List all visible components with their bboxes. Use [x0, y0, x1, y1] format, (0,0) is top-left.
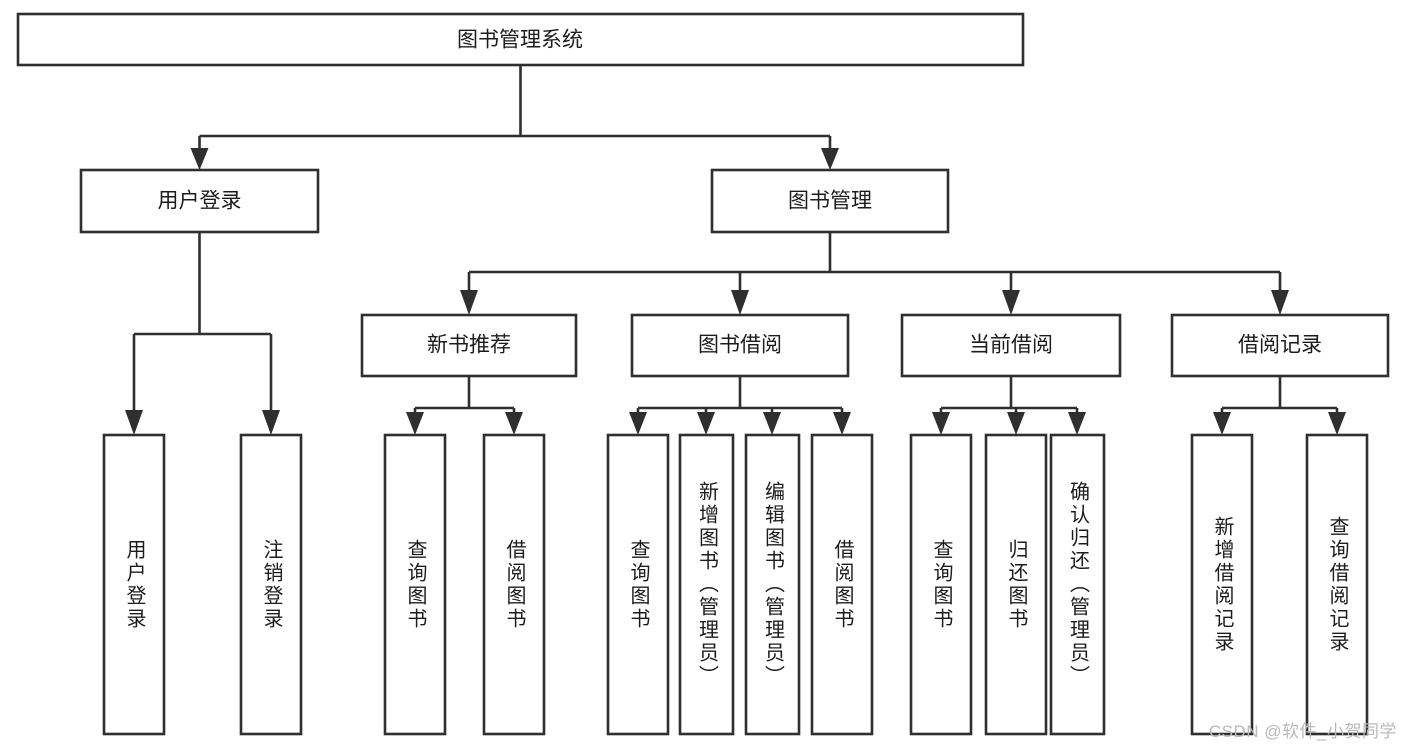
leaf-box-edit-book-admin[interactable]: [744, 433, 801, 736]
arrowhead-leaf-userlogin: [125, 410, 143, 435]
leaf-box-logout[interactable]: [239, 433, 303, 736]
arrowhead-borrow-leaf4: [833, 412, 851, 435]
arrowhead-borrow-leaf2: [697, 412, 715, 435]
leaf-box-query-borrow-record[interactable]: [1305, 433, 1369, 736]
leaf-box-query-book-1[interactable]: [383, 433, 447, 736]
node-box-current-borrow[interactable]: [900, 313, 1122, 378]
leaf-box-borrow-book-1[interactable]: [482, 433, 546, 736]
arrowhead-record-leaf2: [1328, 412, 1346, 435]
node-label-root: 图书管理系统: [457, 29, 583, 52]
node-box-root[interactable]: [16, 12, 1025, 67]
node-box-book-borrow[interactable]: [630, 313, 850, 378]
node-box-user-login[interactable]: [79, 168, 320, 234]
nodes-group: 图书管理系统 用户登录 图书管理 新书推荐 图书借阅 当前借阅 借阅记录: [16, 12, 1390, 736]
leaf-box-query-book-3[interactable]: [909, 433, 973, 736]
arrowhead-borrow-leaf3: [763, 412, 781, 435]
node-label-borrow-record: 借阅记录: [1238, 334, 1322, 357]
leaf-box-borrow-book-2[interactable]: [810, 433, 874, 736]
node-label-current-borrow: 当前借阅: [969, 334, 1053, 357]
leaf-box-add-borrow-record[interactable]: [1190, 433, 1254, 736]
node-label-new-book-recommend: 新书推荐: [427, 334, 511, 357]
node-label-user-login: 用户登录: [158, 190, 242, 213]
leaf-box-confirm-return-admin[interactable]: [1049, 433, 1106, 736]
arrowhead-newbook-leaf1: [406, 412, 424, 435]
node-label-book-management: 图书管理: [788, 190, 872, 213]
node-box-new-book-recommend[interactable]: [360, 313, 578, 378]
arrowhead-current: [1002, 290, 1020, 315]
leaf-box-query-book-2[interactable]: [606, 433, 670, 736]
arrowhead-leaf-logout: [262, 410, 280, 435]
arrowhead-userlogin: [190, 148, 209, 170]
leaf-box-user-login[interactable]: [102, 433, 166, 736]
node-box-book-management[interactable]: [710, 168, 950, 234]
arrowhead-current-leaf3: [1068, 412, 1086, 435]
watermark-text: CSDN @软件_小贺同学: [1208, 722, 1397, 741]
arrowhead-current-leaf2: [1007, 412, 1025, 435]
node-label-book-borrow: 图书借阅: [698, 334, 782, 357]
arrowhead-current-leaf1: [932, 412, 950, 435]
arrowhead-record-leaf1: [1213, 412, 1231, 435]
leaf-box-add-book-admin[interactable]: [678, 433, 735, 736]
arrowhead-borrow: [731, 290, 749, 315]
arrowhead-record: [1271, 290, 1289, 315]
leaf-box-return-book[interactable]: [984, 433, 1048, 736]
arrowhead-bookmgmt: [821, 148, 839, 170]
arrowhead-newbook-leaf2: [505, 412, 523, 435]
edges-group: [125, 65, 1346, 435]
arrowhead-borrow-leaf1: [629, 412, 647, 435]
arrowhead-newbook: [460, 290, 478, 315]
node-box-borrow-record[interactable]: [1170, 313, 1390, 378]
